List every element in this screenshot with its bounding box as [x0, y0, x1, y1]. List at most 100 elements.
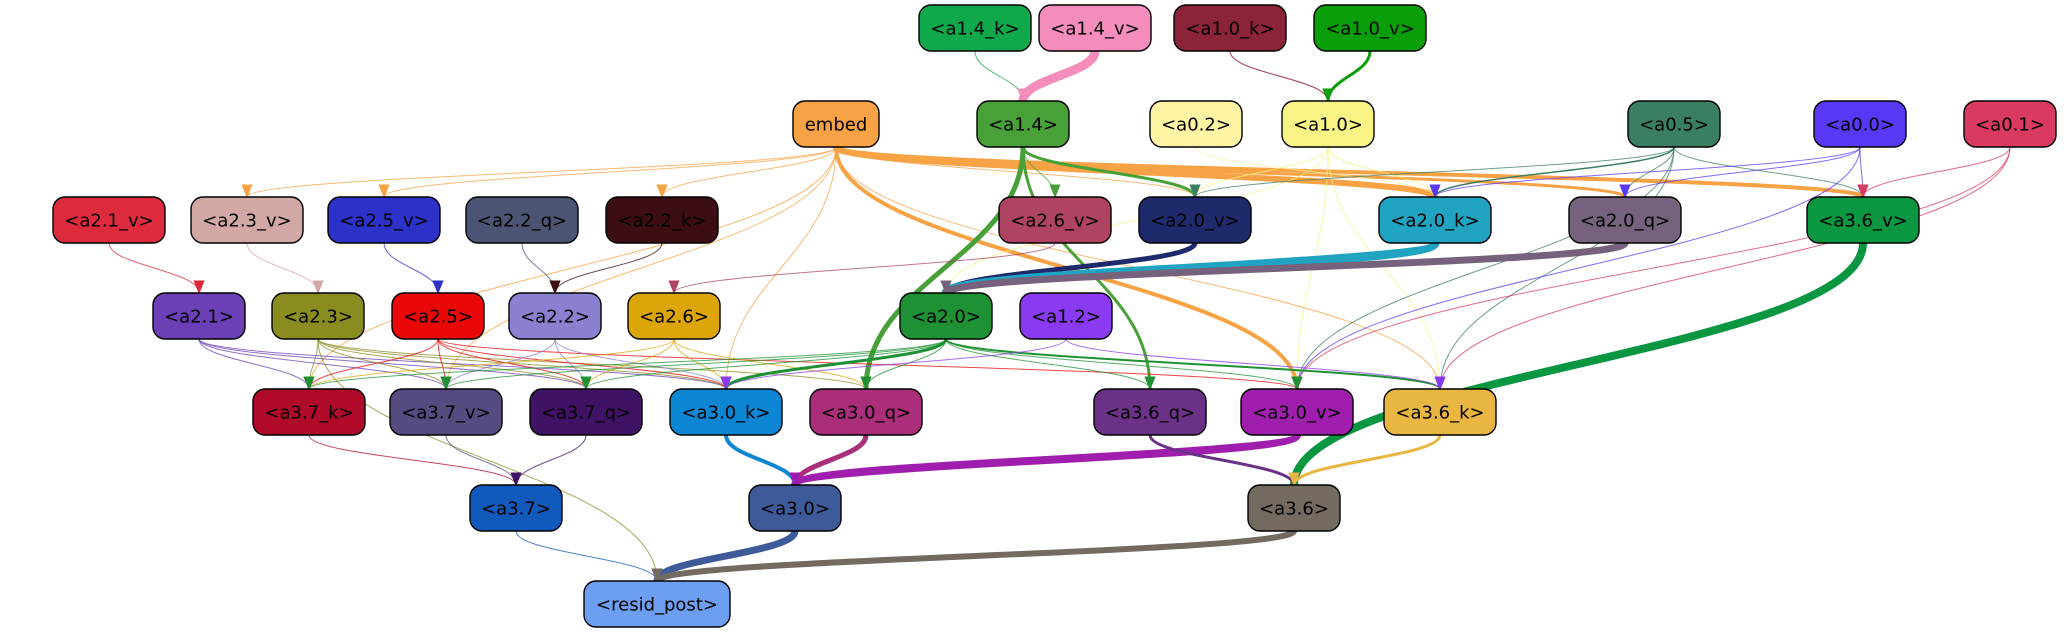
node-box	[1019, 292, 1113, 340]
node-label: <a1.0_v>	[1325, 19, 1414, 40]
node-box	[327, 196, 441, 244]
node-box	[669, 388, 783, 436]
edge-a2_2_q-to-a2_2	[521, 242, 561, 295]
node-a2-1-v[interactable]: <a2.1_v>	[52, 196, 166, 244]
edge-a1_2-to-a3_6_k	[1065, 338, 1446, 391]
edge-embed-to-a2_3_v	[241, 146, 837, 199]
edge-a2_1-to-a3_7_q	[198, 338, 592, 391]
node-box	[1383, 388, 1497, 436]
node-a1-4[interactable]: <a1.4>	[976, 100, 1070, 148]
node-a2-2-q[interactable]: <a2.2_q>	[465, 196, 579, 244]
node-a2-5-v[interactable]: <a2.5_v>	[327, 196, 441, 244]
edge-a2_2_k-to-a2_2	[549, 242, 663, 295]
node-a3-6-v[interactable]: <a3.6_v>	[1806, 196, 1920, 244]
node-label: <a1.4>	[988, 115, 1058, 136]
node-a3-0-q[interactable]: <a3.0_q>	[809, 388, 923, 436]
node-a3-6-q[interactable]: <a3.6_q>	[1093, 388, 1207, 436]
node-box	[1149, 100, 1243, 148]
edge-a1_4-to-a3_0_q	[860, 146, 1026, 391]
node-a1-0-k[interactable]: <a1.0_k>	[1173, 4, 1287, 52]
node-a2-2-k[interactable]: <a2.2_k>	[605, 196, 719, 244]
node-box	[748, 484, 842, 532]
edge-a1_2-to-a3_0_k	[720, 338, 1067, 391]
node-a0-5[interactable]: <a0.5>	[1627, 100, 1721, 148]
node-label: <a3.0_k>	[681, 403, 770, 424]
node-box	[52, 196, 166, 244]
node-a3-0[interactable]: <a3.0>	[748, 484, 842, 532]
edge-a2_0-to-a3_7_k	[303, 338, 947, 391]
node-a2-2[interactable]: <a2.2>	[508, 292, 602, 340]
node-a2-3-v[interactable]: <a2.3_v>	[190, 196, 304, 244]
edge-embed-to-a3_6_v	[834, 145, 1869, 199]
node-a1-0-v[interactable]: <a1.0_v>	[1313, 4, 1427, 52]
node-a2-0-q[interactable]: <a2.0_q>	[1568, 196, 1682, 244]
edge-a0_5-to-a3_6_k	[1434, 146, 1675, 391]
node-box	[1038, 4, 1152, 52]
edge-a2_5_v-to-a2_5	[383, 242, 444, 295]
node-a0-2[interactable]: <a0.2>	[1149, 100, 1243, 148]
node-box	[1281, 100, 1375, 148]
node-label: <a2.0_q>	[1580, 211, 1670, 232]
node-label: <a0.1>	[1975, 115, 2045, 136]
node-a3-6[interactable]: <a3.6>	[1247, 484, 1341, 532]
node-a2-1[interactable]: <a2.1>	[152, 292, 246, 340]
edge-a0_5-to-a3_6_v	[1673, 146, 1869, 199]
node-a2-6-v[interactable]: <a2.6_v>	[998, 196, 1112, 244]
node-embed[interactable]: embed	[792, 100, 880, 148]
node-label: <a0.0>	[1825, 115, 1895, 136]
node-box	[792, 100, 880, 148]
edge-a0_0-to-a3_6_v	[1857, 146, 1869, 199]
node-box	[1813, 100, 1907, 148]
node-label: <a2.6>	[639, 307, 709, 328]
node-box	[1963, 100, 2057, 148]
node-label: <a2.0>	[911, 307, 981, 328]
node-box	[152, 292, 246, 340]
edge-a3_7_k-to-a3_7	[308, 434, 522, 487]
node-box	[583, 580, 731, 628]
edge-a0_2-to-a2_0_k	[1195, 146, 1441, 199]
edge-a2_0-to-a3_0_v	[945, 338, 1303, 391]
edge-embed-to-a3_7_v	[440, 146, 837, 391]
node-label: <a2.2_q>	[477, 211, 567, 232]
edge-a1_0_k-to-a1_0	[1229, 50, 1334, 103]
edge-embed-to-a2_5_v	[378, 146, 837, 199]
node-label: <a3.7_v>	[401, 403, 490, 424]
edge-a3_6_v-to-a3_6	[1288, 242, 1867, 487]
node-box	[529, 388, 643, 436]
edge-a2_0_q-to-a2_0	[940, 239, 1629, 297]
node-a3-0-v[interactable]: <a3.0_v>	[1240, 388, 1354, 436]
node-a1-4-v[interactable]: <a1.4_v>	[1038, 4, 1152, 52]
node-a3-7[interactable]: <a3.7>	[469, 484, 563, 532]
edge-a1_4-to-a2_0_v	[1021, 146, 1201, 199]
node-label: <a1.0>	[1293, 115, 1363, 136]
node-a3-6-k[interactable]: <a3.6_k>	[1383, 388, 1497, 436]
node-a2-0-v[interactable]: <a2.0_v>	[1138, 196, 1252, 244]
edge-a2_3-to-a3_0_q	[317, 338, 872, 391]
node-a2-0-k[interactable]: <a2.0_k>	[1378, 196, 1492, 244]
node-box	[1313, 4, 1427, 52]
edge-a1_4_k-to-a1_4	[974, 50, 1029, 103]
node-a1-2[interactable]: <a1.2>	[1019, 292, 1113, 340]
node-a2-6[interactable]: <a2.6>	[627, 292, 721, 340]
edge-embed-to-a2_2_k	[656, 146, 837, 199]
node-a2-0[interactable]: <a2.0>	[899, 292, 993, 340]
node-box	[391, 292, 485, 340]
edge-a2_5-to-a3_0_v	[437, 338, 1303, 391]
node-box	[605, 196, 719, 244]
node-a0-0[interactable]: <a0.0>	[1813, 100, 1907, 148]
node-resid-post[interactable]: <resid_post>	[583, 580, 731, 628]
node-a3-0-k[interactable]: <a3.0_k>	[669, 388, 783, 436]
node-a0-1[interactable]: <a0.1>	[1963, 100, 2057, 148]
edge-a2_6-to-a3_7_k	[303, 338, 675, 391]
node-label: embed	[805, 115, 868, 136]
node-a2-5[interactable]: <a2.5>	[391, 292, 485, 340]
node-a3-7-k[interactable]: <a3.7_k>	[252, 388, 366, 436]
edge-embed-to-a3_0_k	[720, 146, 837, 391]
node-label: <a3.0_v>	[1252, 403, 1341, 424]
node-a2-3[interactable]: <a2.3>	[271, 292, 365, 340]
node-a1-4-k[interactable]: <a1.4_k>	[918, 4, 1032, 52]
node-a3-7-q[interactable]: <a3.7_q>	[529, 388, 643, 436]
node-label: <a1.4_v>	[1050, 19, 1139, 40]
node-a3-7-v[interactable]: <a3.7_v>	[389, 388, 503, 436]
node-a1-0[interactable]: <a1.0>	[1281, 100, 1375, 148]
